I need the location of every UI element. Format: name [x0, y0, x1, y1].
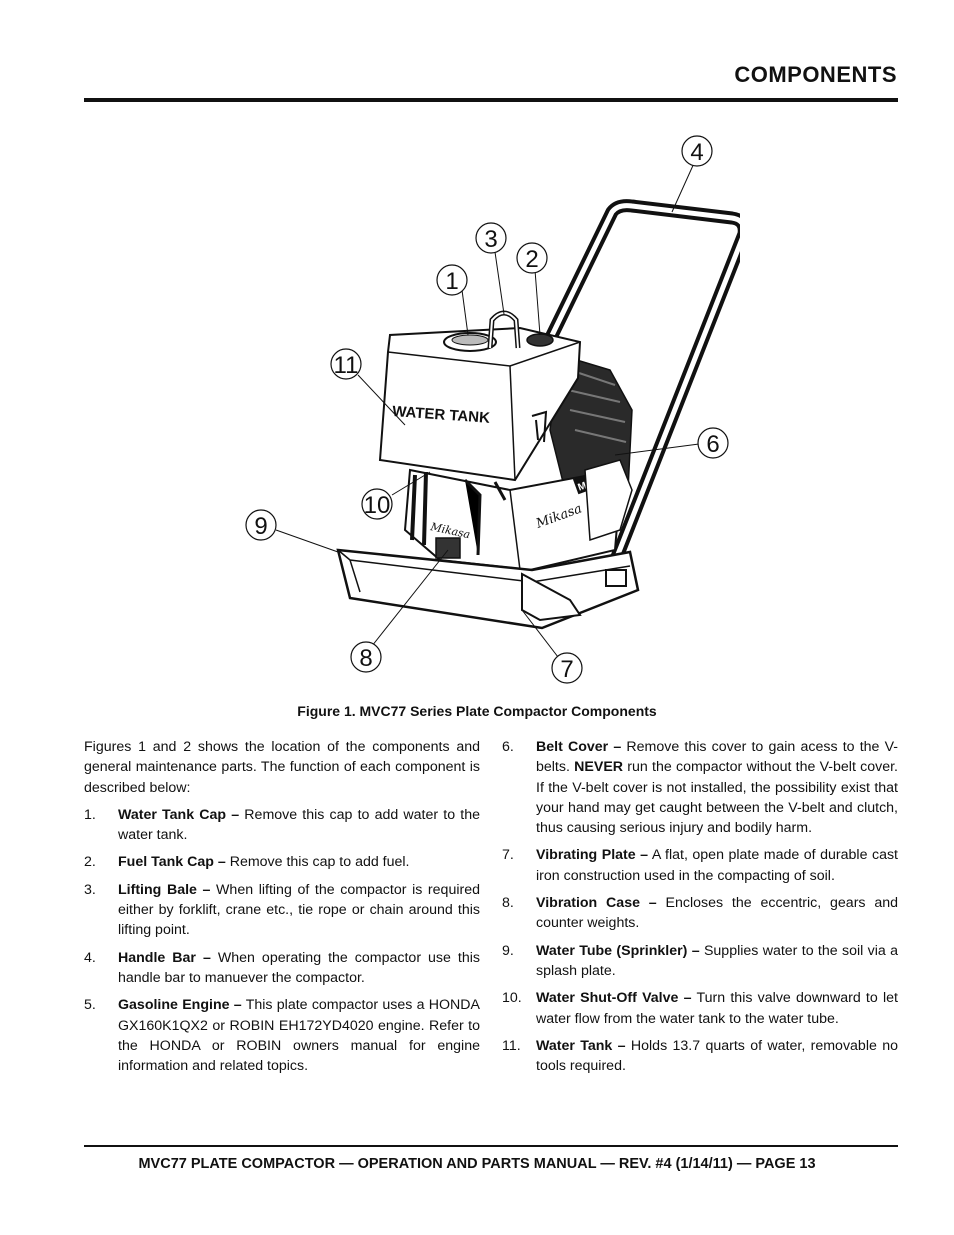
item-term: Vibration Case – [536, 895, 657, 912]
leader-10 [391, 471, 431, 496]
callout-1: 1 [436, 264, 468, 296]
item-desc-continued: run the compactor without the V-belt cov… [536, 759, 898, 837]
leader-9 [275, 529, 339, 553]
callout-11-label: 11 [334, 352, 359, 379]
list-item: 5. Gasoline Engine – This plate compacto… [84, 995, 480, 1076]
item-desc: Remove this cover to gain acess to the V… [536, 739, 898, 776]
item-number: 8. [502, 895, 514, 912]
item-number: 7. [502, 847, 514, 864]
list-item: 6. Belt Cover – Remove this cover to gai… [502, 737, 898, 838]
item-desc: When operating the compactor use this ha… [118, 949, 480, 986]
left-column: Figures 1 and 2 shows the location of th… [84, 737, 480, 1083]
list-item: 2. Fuel Tank Cap – Remove this cap to ad… [84, 852, 480, 872]
leader-7 [521, 609, 559, 658]
item-number: 1. [84, 806, 96, 823]
callout-10-label: 10 [364, 492, 391, 519]
callout-9: 9 [245, 509, 277, 541]
item-number: 4. [84, 949, 96, 966]
item-term: Vibrating Plate – [536, 847, 649, 864]
item-number: 9. [502, 942, 514, 959]
callout-3-label: 3 [484, 226, 497, 253]
footer-rule [84, 1145, 898, 1147]
header-rule [84, 98, 898, 102]
leader-1 [461, 289, 469, 336]
right-column: 6. Belt Cover – Remove this cover to gai… [502, 737, 898, 1083]
callout-2: 2 [516, 242, 548, 274]
callout-11: 11 [330, 348, 362, 380]
callout-2-label: 2 [525, 246, 538, 273]
tank-label: WATER TANK [392, 403, 491, 427]
item-desc: Holds 13.7 quarts of water, removable no… [536, 1037, 898, 1075]
list-item: 10. Water Shut-Off Valve – Turn this val… [502, 988, 898, 1029]
page-title: COMPONENTS [734, 62, 897, 87]
callout-6-label: 6 [706, 431, 719, 458]
list-item: 3. Lifting Bale – When lifting of the co… [84, 880, 480, 941]
compactor-figure: WATER TANK Mikasa Mikasa MQ 1 2 3 4 6 7 … [245, 135, 740, 684]
item-term: Belt Cover – [536, 739, 622, 755]
leader-8 [367, 549, 449, 652]
item-term: Handle Bar – [118, 949, 211, 966]
intro-paragraph: Figures 1 and 2 shows the location of th… [84, 739, 480, 796]
callout-6: 6 [697, 427, 729, 459]
item-term: Water Shut-Off Valve – [536, 990, 692, 1007]
leader-4 [671, 160, 696, 213]
valve [435, 537, 461, 559]
item-number: 10. [502, 990, 522, 1007]
list-item: 7. Vibrating Plate – A flat, open plate … [502, 845, 898, 886]
item-term: Water Tube (Sprinkler) – [536, 942, 700, 959]
item-term: Water Tank Cap – [118, 806, 240, 823]
item-desc: Encloses the eccentric, gears and counte… [536, 895, 899, 932]
callout-10: 10 [361, 488, 393, 520]
item-number: 11. [502, 1037, 521, 1054]
list-item: 9. Water Tube (Sprinkler) – Supplies wat… [502, 941, 898, 982]
item-warning: NEVER [569, 759, 624, 776]
list-item: 8. Vibration Case – Encloses the eccentr… [502, 893, 898, 934]
item-desc: When lifting of the compactor is require… [118, 881, 480, 939]
list-item: 11. Water Tank – Holds 13.7 quarts of wa… [502, 1036, 898, 1077]
callout-4-label: 4 [690, 139, 703, 166]
item-number: 3. [84, 881, 96, 898]
belt-cover [584, 459, 633, 542]
fuel-tank-cap [526, 333, 554, 347]
callout-1-label: 1 [445, 268, 458, 295]
callout-8: 8 [350, 641, 382, 673]
item-term: Fuel Tank Cap – [118, 854, 226, 871]
figure-caption: Figure 1. MVC77 Series Plate Compactor C… [297, 703, 657, 719]
callout-4: 4 [681, 135, 713, 167]
leader-11 [357, 374, 406, 426]
item-desc: Remove this cap to add fuel. [225, 854, 410, 871]
callout-9-label: 9 [254, 513, 267, 540]
item-desc: Remove this cap to add water to the wate… [118, 806, 480, 844]
item-term: Lifting Bale – [118, 881, 211, 898]
leader-2 [534, 269, 541, 336]
callout-8-label: 8 [359, 645, 372, 672]
item-number: 5. [84, 997, 96, 1014]
item-term: Water Tank – [536, 1037, 626, 1054]
item-desc: This plate compactor uses a HONDA GX160K… [118, 997, 480, 1075]
callout-7-label: 7 [560, 656, 573, 683]
list-item: 4. Handle Bar – When operating the compa… [84, 948, 480, 989]
page-footer: MVC77 PLATE COMPACTOR — OPERATION AND PA… [138, 1156, 816, 1172]
leader-6 [614, 443, 700, 456]
item-desc: Turn this valve downward to let water fl… [536, 990, 898, 1027]
item-term: Gasoline Engine – [118, 997, 242, 1014]
item-number: 2. [84, 854, 96, 871]
list-item: 1. Water Tank Cap – Remove this cap to a… [84, 805, 480, 846]
item-desc: A flat, open plate made of durable cast … [536, 847, 898, 884]
callout-3: 3 [475, 222, 507, 254]
item-desc: Supplies water to the soil via a splash … [536, 942, 898, 979]
item-number: 6. [502, 739, 514, 755]
callout-7: 7 [551, 652, 583, 684]
water-tank-shape [378, 326, 582, 482]
leader-3 [494, 251, 505, 315]
